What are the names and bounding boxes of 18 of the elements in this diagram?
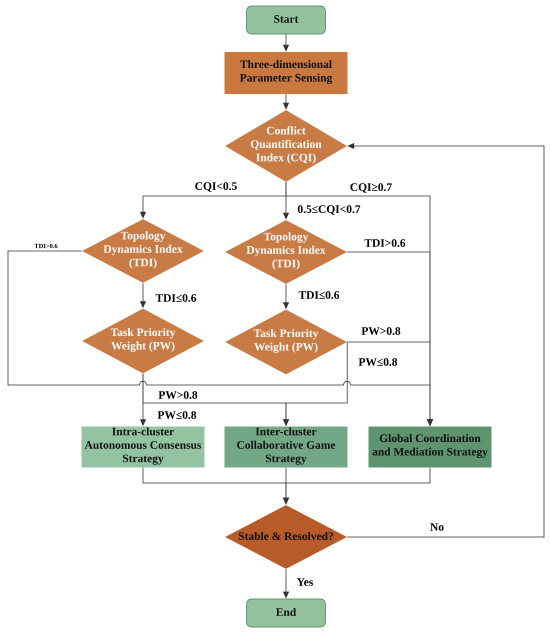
terminal-box: End	[246, 598, 326, 628]
edge-label: CQI<0.5	[194, 182, 238, 192]
edge-label: CQI≥0.7	[349, 182, 393, 194]
edge-label: TDI≤0.6	[298, 290, 340, 300]
edge-label: 0.5≤CQI<0.7	[297, 204, 361, 216]
strategy-box: Global Coordination and Mediation Strategy	[368, 426, 492, 468]
edge-label: No	[430, 522, 444, 532]
edge-label: PW>0.8	[360, 326, 402, 336]
strategy-box: Inter-cluster Collaborative Game Strategy	[224, 426, 348, 468]
strategy-box: Intra-cluster Autonomous Consensus Strategy	[82, 426, 204, 468]
edge-label: PW>0.8	[158, 390, 198, 400]
edge-label: TDI≤0.6	[155, 294, 197, 302]
process-box: Three-dimensional Parameter Sensing	[224, 52, 348, 94]
edge-label: PW≤0.8	[358, 358, 398, 366]
edge-label: TDI>0.6	[364, 238, 406, 248]
edge-label: PW≤0.8	[157, 410, 197, 420]
terminal-box: Start	[246, 6, 326, 34]
edge-label: Yes	[296, 578, 314, 586]
